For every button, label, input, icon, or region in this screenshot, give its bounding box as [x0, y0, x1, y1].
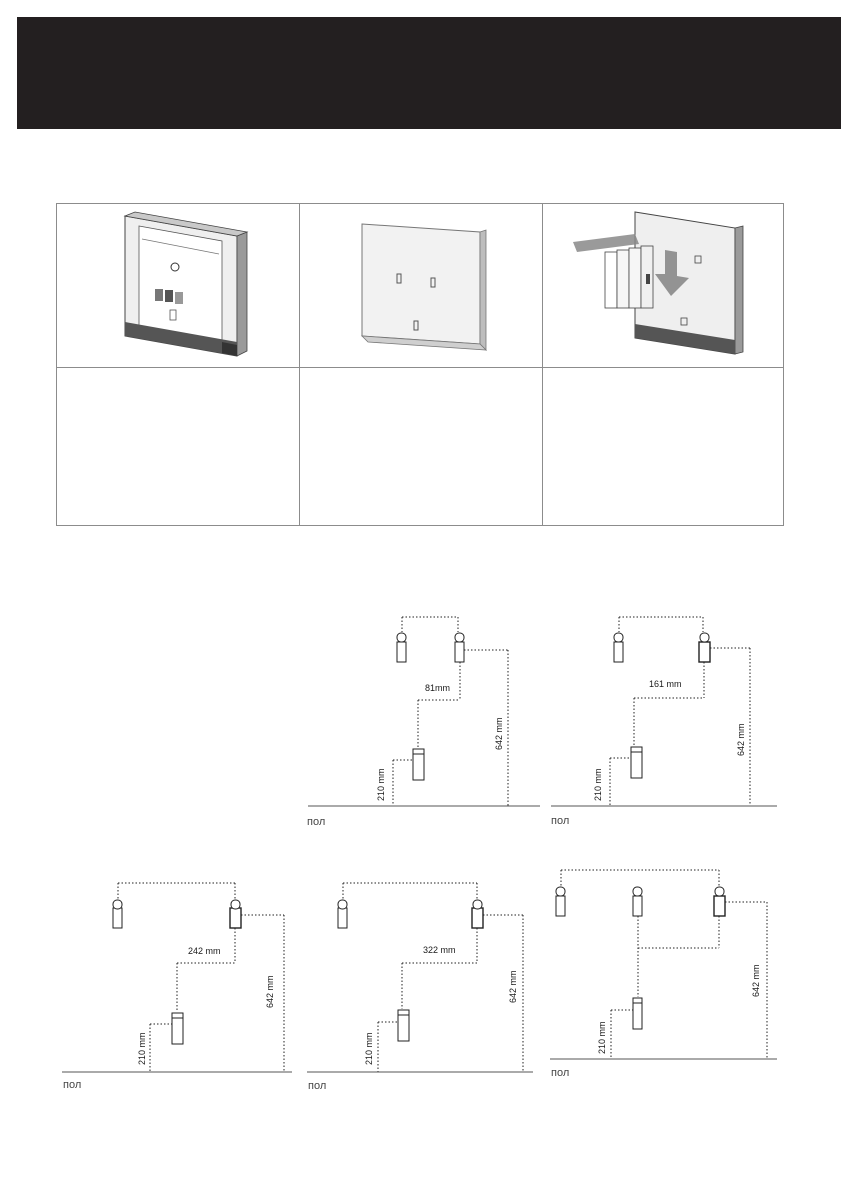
step-1-text-cell [57, 367, 300, 525]
bracket-layout-diagram: 161 mm 210 mm 642 mm пол [551, 616, 777, 827]
bracket-layout-diagram: 81mm 210 mm 642 mm пол [307, 616, 540, 828]
bracket-layout-2: 161 mm 210 mm 642 mm пол [545, 610, 785, 830]
horizontal-distance-label: 322 mm [423, 945, 456, 955]
floor-label: пол [308, 1080, 326, 1092]
step-3-text-cell [543, 367, 784, 525]
mount-heater-icon [573, 211, 744, 355]
installation-steps-table [56, 203, 784, 526]
high-height-label: 642 mm [265, 975, 275, 1008]
high-height-label: 642 mm [736, 723, 746, 756]
low-height-label: 210 mm [376, 768, 386, 801]
header-banner [17, 17, 841, 129]
bracket-layout-diagram: 210 mm 642 mm пол [550, 869, 777, 1079]
floor-label: пол [551, 815, 569, 827]
bracket-layout-1: 81mm 210 mm 642 mm пол [300, 610, 540, 830]
high-height-label: 642 mm [494, 717, 504, 750]
bracket-layout-diagram: 242 mm 210 mm 642 mm пол [62, 882, 292, 1091]
bracket-layout-diagram: 322 mm 210 mm 642 mm пол [307, 882, 533, 1092]
horizontal-distance-label: 161 mm [649, 679, 682, 689]
bracket-layout-4: 322 mm 210 mm 642 mm пол [305, 875, 545, 1095]
horizontal-distance-label: 242 mm [188, 946, 221, 956]
wall-template-icon [123, 211, 249, 357]
floor-label: пол [307, 816, 325, 828]
step-3-image-cell [543, 204, 784, 367]
low-height-label: 210 mm [597, 1021, 607, 1054]
low-height-label: 210 mm [137, 1032, 147, 1065]
low-height-label: 210 mm [593, 768, 603, 801]
floor-label: пол [63, 1079, 81, 1091]
horizontal-distance-label: 81mm [425, 683, 450, 693]
step-1-image-cell [57, 204, 300, 367]
bracket-layout-3: 242 mm 210 mm 642 mm пол [60, 875, 300, 1095]
high-height-label: 642 mm [508, 970, 518, 1003]
bracket-layout-5: 210 mm 642 mm пол [545, 860, 785, 1085]
high-height-label: 642 mm [751, 964, 761, 997]
step-2-text-cell [300, 367, 543, 525]
table-row-divider [57, 367, 783, 368]
floor-label: пол [551, 1067, 569, 1079]
step-2-image-cell [300, 204, 543, 367]
low-height-label: 210 mm [364, 1032, 374, 1065]
wall-brackets-icon [360, 223, 488, 351]
